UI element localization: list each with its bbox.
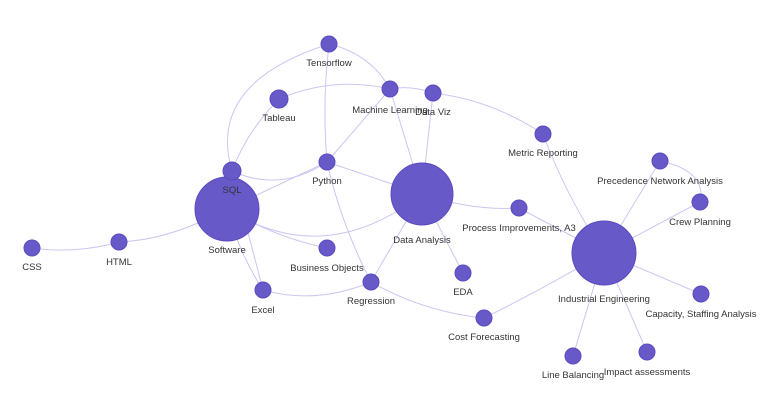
node-label-pi: Process Improvements, A3 xyxy=(462,223,576,234)
node-label-ml: Machine Learning xyxy=(352,105,428,116)
node-regression[interactable] xyxy=(362,273,380,291)
node-css[interactable] xyxy=(23,239,41,257)
node-python[interactable] xyxy=(318,153,336,171)
edge-sql-python xyxy=(231,161,328,181)
node-metric[interactable] xyxy=(534,125,552,143)
node-da[interactable] xyxy=(390,162,454,226)
node-label-da: Data Analysis xyxy=(393,235,451,246)
node-label-bo: Business Objects xyxy=(290,263,364,274)
node-capacity[interactable] xyxy=(692,285,710,303)
node-label-ie: Industrial Engineering xyxy=(558,294,650,305)
node-dataviz[interactable] xyxy=(424,84,442,102)
node-label-pna: Precedence Network Analysis xyxy=(597,176,723,187)
nodes-layer xyxy=(23,35,710,365)
node-lb[interactable] xyxy=(564,347,582,365)
node-label-software: Software xyxy=(208,245,246,256)
node-pna[interactable] xyxy=(651,152,669,170)
node-excel[interactable] xyxy=(254,281,272,299)
node-label-metric: Metric Reporting xyxy=(508,148,578,159)
node-ml[interactable] xyxy=(381,80,399,98)
edge-tableau-ml xyxy=(278,83,391,100)
node-eda[interactable] xyxy=(454,264,472,282)
node-label-capacity: Capacity, Staffing Analysis xyxy=(645,309,756,320)
node-label-tensorflow: Tensorflow xyxy=(306,58,352,69)
node-label-cf: Cost Forecasting xyxy=(448,332,520,343)
node-label-lb: Line Balancing xyxy=(542,370,604,381)
node-ie[interactable] xyxy=(571,220,637,286)
node-label-eda: EDA xyxy=(453,287,473,298)
node-crew[interactable] xyxy=(691,193,709,211)
node-label-excel: Excel xyxy=(251,305,274,316)
edge-regression-cf xyxy=(370,281,485,319)
edge-python-regression xyxy=(326,161,372,283)
node-label-impact: Impact assessments xyxy=(604,367,691,378)
node-label-html: HTML xyxy=(106,257,132,268)
node-label-crew: Crew Planning xyxy=(669,217,731,228)
node-cf[interactable] xyxy=(475,309,493,327)
node-label-tableau: Tableau xyxy=(262,113,295,124)
node-label-sql: SQL xyxy=(222,185,241,196)
node-label-css: CSS xyxy=(22,262,42,273)
node-sql[interactable] xyxy=(222,161,242,181)
edge-dataviz-metric xyxy=(432,92,544,135)
node-bo[interactable] xyxy=(318,239,336,257)
edge-css-html xyxy=(31,241,120,251)
node-label-dataviz: Data Viz xyxy=(415,107,451,118)
node-label-regression: Regression xyxy=(347,296,395,307)
node-pi[interactable] xyxy=(510,199,528,217)
edge-ml-python xyxy=(326,88,391,163)
labels-layer: CSS HTML Software SQL Excel Tableau Tensorflow… xyxy=(22,58,757,381)
edge-excel-regression xyxy=(262,281,372,297)
edge-sql-tensorflow xyxy=(227,43,330,172)
edge-tensorflow-python xyxy=(324,43,330,163)
node-tableau[interactable] xyxy=(269,89,289,109)
node-tensorflow[interactable] xyxy=(320,35,338,53)
node-html[interactable] xyxy=(110,233,128,251)
edge-sql-tableau xyxy=(231,98,280,172)
edges-layer xyxy=(31,43,702,357)
node-label-python: Python xyxy=(312,176,342,187)
node-impact[interactable] xyxy=(638,343,656,361)
